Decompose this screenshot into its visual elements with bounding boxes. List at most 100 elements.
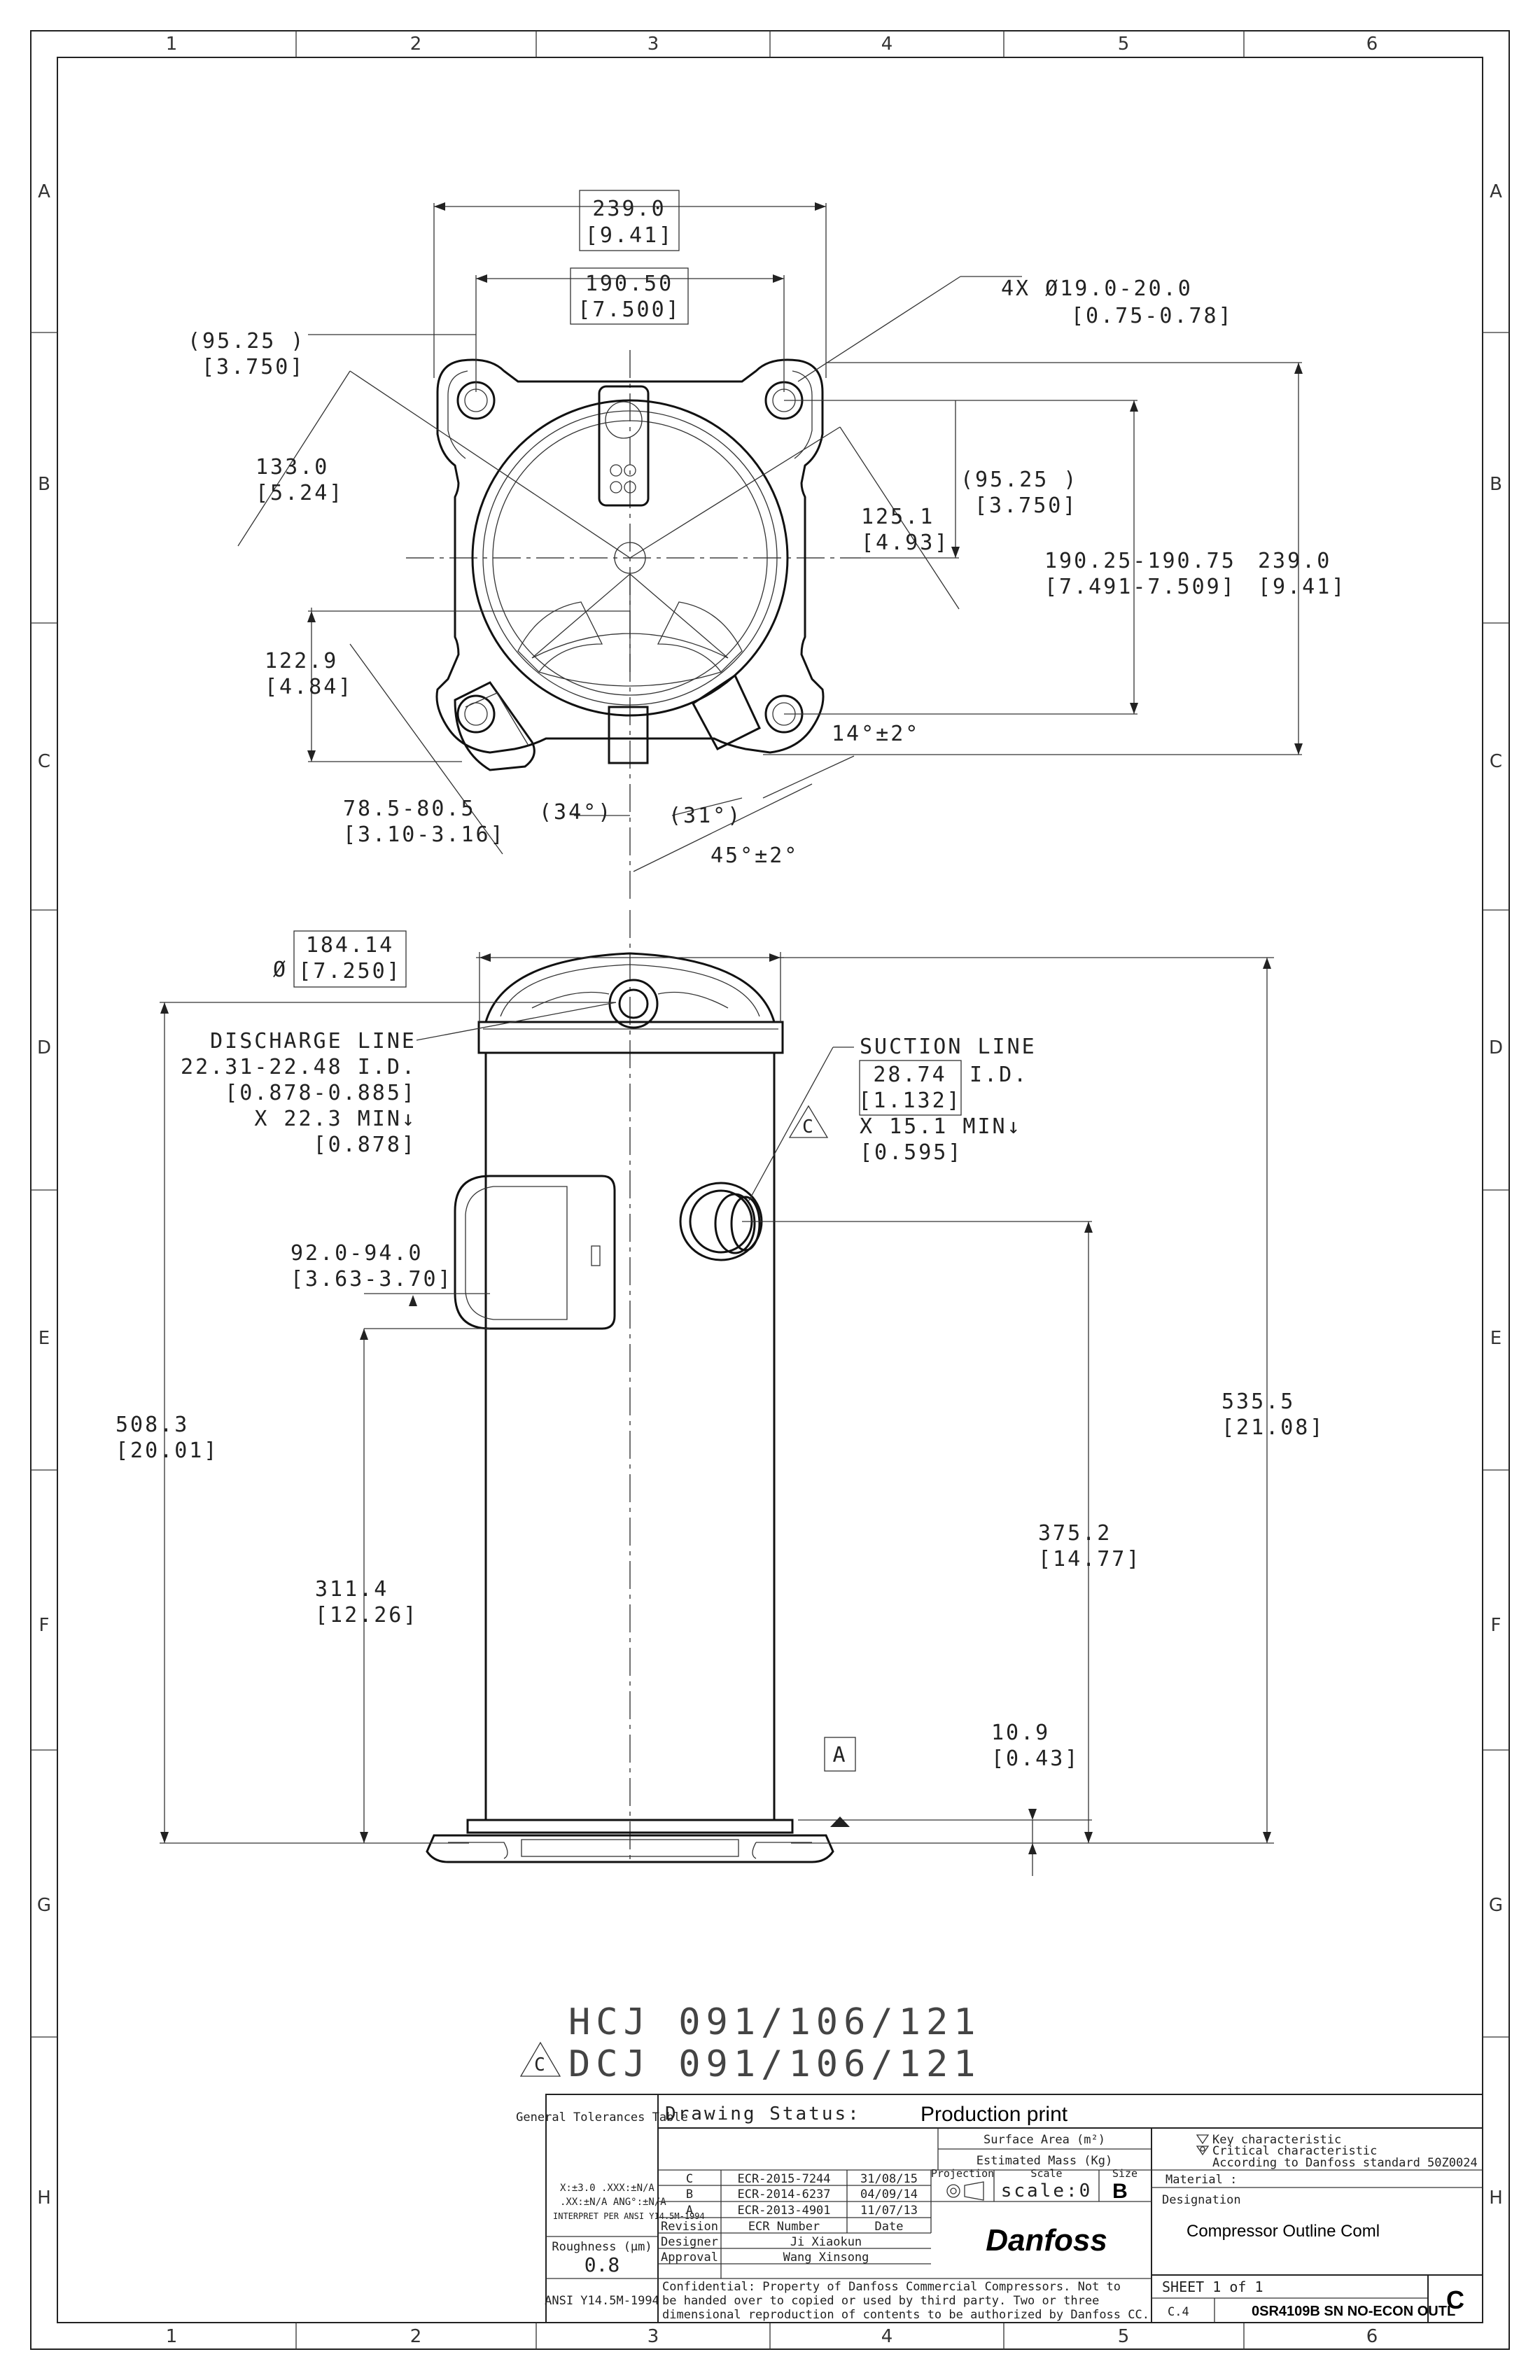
dim-half-spacing-right: (95.25 ) <box>960 468 1079 492</box>
dim-half-spacing-right-inch: [3.750] <box>974 493 1077 518</box>
discharge-line-id-inch: [0.878-0.885] <box>225 1081 416 1105</box>
dim-range-78: 78.5-80.5 <box>343 797 476 821</box>
grid-row-b-right: B <box>1490 474 1502 495</box>
critical-characteristic-icon <box>1196 2146 1210 2156</box>
discharge-line-title: DISCHARGE LINE <box>210 1029 416 1054</box>
dim-diameter: 184.14 <box>306 933 394 958</box>
revision-triangle-suction <box>788 1105 829 1138</box>
datum-label: A <box>832 1743 847 1768</box>
tolerance-line-3: INTERPRET PER ANSI Y14.5M-1994 <box>553 2211 705 2221</box>
dim-radius-125: 125.1 <box>861 505 934 529</box>
revision-row-c: C ECR-2015-7244 31/08/15 <box>686 2172 918 2186</box>
revision-ecr: ECR-2013-4901 <box>737 2204 830 2218</box>
designer-name: Ji Xiaokun <box>790 2235 862 2249</box>
model-line-2: DCJ 091/106/121 <box>568 2043 981 2085</box>
dim-radius-125-inch: [4.93] <box>861 531 949 555</box>
revision-letter: A <box>686 2204 693 2218</box>
dim-height-535-inch: [21.08] <box>1222 1415 1324 1440</box>
revision-triangle-model <box>519 2041 561 2077</box>
revision-letter: C <box>686 2172 693 2186</box>
grid-col-2-top: 2 <box>410 34 422 55</box>
revision-row-a: A ECR-2013-4901 11/07/13 <box>686 2204 918 2218</box>
mounting-plate-inner-edge <box>447 370 813 459</box>
drawing-status: Production print <box>920 2103 1068 2126</box>
revision-date: 31/08/15 <box>860 2172 918 2186</box>
dim-bolt-spacing: 190.50 <box>585 272 673 296</box>
dim-bolt-holes: 4X Ø19.0-20.0 <box>1001 276 1193 301</box>
projection-label: Projection <box>931 2167 994 2180</box>
tolerance-line-2: .XX:±N/A ANG°:±N/A <box>560 2197 666 2208</box>
grid-row-b-left: B <box>38 474 50 495</box>
grid-col-4-bottom: 4 <box>881 2326 893 2347</box>
dim-radius-133: 133.0 <box>255 455 329 479</box>
dim-offset-122: 122.9 <box>265 649 338 673</box>
title-block: General Tolerances Table X:±3.0 .XXX:±N/… <box>516 2094 1483 2323</box>
discharge-fitting-top <box>608 706 649 764</box>
dim-box-inch: [3.63-3.70] <box>290 1267 453 1292</box>
grid-col-4-top: 4 <box>881 34 893 55</box>
designer-label: Designer <box>661 2235 718 2249</box>
dim-range-78-inch: [3.10-3.16] <box>343 822 505 847</box>
grid-col-1-bottom: 1 <box>166 2326 178 2347</box>
critical-characteristic-label: Critical characteristic <box>1212 2144 1377 2158</box>
grid-col-3-bottom: 3 <box>648 2326 659 2347</box>
grid-row-e-left: E <box>38 1328 50 1349</box>
key-characteristic-label: Key characteristic <box>1212 2133 1341 2147</box>
material-label: Material : <box>1166 2173 1237 2187</box>
revision-header: Revision <box>661 2220 718 2234</box>
mounting-feet <box>426 1834 834 1863</box>
size-label: Size <box>1112 2167 1138 2180</box>
drawing-status-label: Drawing Status: <box>665 2104 861 2124</box>
roughness-value: 0.8 <box>584 2253 620 2276</box>
grid-row-e-right: E <box>1490 1328 1502 1349</box>
grid-col-1-top: 1 <box>166 34 178 55</box>
grid-col-5-top: 5 <box>1118 34 1130 55</box>
standard-note: According to Danfoss standard 50Z0024 <box>1212 2156 1478 2170</box>
discharge-line-depth: X 22.3 MIN↓ <box>254 1107 416 1131</box>
sheet-number: SHEET 1 of 1 <box>1162 2278 1264 2295</box>
revision-date: 04/09/14 <box>860 2188 918 2202</box>
approver-name: Wang Xinsong <box>783 2250 869 2264</box>
side-view: Ø 184.14 [7.250] DISCHARGE LINE 22.31-22… <box>115 910 1324 1876</box>
document-code: C.4 <box>1168 2305 1189 2319</box>
document-number: 0SR4109B SN NO-ECON OUTL <box>1252 2304 1455 2319</box>
revision-letter: B <box>686 2188 693 2202</box>
grid-col-6-top: 6 <box>1366 34 1378 55</box>
dim-height-508-inch: [20.01] <box>115 1438 218 1463</box>
grid-row-f-left: F <box>39 1615 50 1636</box>
revision-marker-model: C <box>534 2054 547 2076</box>
dim-width-overall-inch: [9.41] <box>585 223 673 248</box>
grid-col-6-bottom: 6 <box>1366 2326 1378 2347</box>
dim-half-spacing-left: (95.25 ) <box>188 329 306 354</box>
dim-offset-122-inch: [4.84] <box>265 675 353 699</box>
suction-line-depth: X 15.1 MIN↓ <box>860 1114 1022 1139</box>
scale-label: Scale <box>1030 2167 1062 2180</box>
standard-label: ANSI Y14.5M-1994 <box>545 2294 659 2308</box>
dim-angle-45: 45°±2° <box>710 844 799 868</box>
dim-bolt-spacing-vertical-inch: [7.491-7.509] <box>1044 575 1236 599</box>
size-value: B <box>1112 2180 1128 2203</box>
date-header: Date <box>875 2220 904 2234</box>
inner-border <box>57 57 1483 2323</box>
revision-marker-suction: C <box>802 1116 815 1138</box>
dim-bolt-spacing-inch: [7.500] <box>578 298 680 322</box>
shell-outer-circle <box>471 399 789 717</box>
datum-box <box>824 1737 856 1772</box>
dim-half-spacing-left-inch: [3.750] <box>202 355 304 379</box>
datum-triangle <box>830 1816 850 1827</box>
dim-height-overall-top-inch: [9.41] <box>1258 575 1346 599</box>
danfoss-logo: Danfoss <box>986 2223 1107 2258</box>
designation-value: Compressor Outline Coml <box>1186 2222 1380 2241</box>
bolt-hole-bottom-left <box>456 694 496 734</box>
model-line-1: HCJ 091/106/121 <box>568 2001 981 2043</box>
dim-height-375: 375.2 <box>1038 1521 1112 1546</box>
dim-angle-34: (34°) <box>539 800 612 825</box>
grid-row-a-left: A <box>38 181 50 202</box>
discharge-fitting <box>608 979 659 1029</box>
terminal-plate <box>598 385 650 507</box>
designation-label: Designation <box>1162 2193 1241 2207</box>
suction-fitting-top <box>454 681 536 771</box>
revision-ecr: ECR-2015-7244 <box>737 2172 830 2186</box>
dim-height-311: 311.4 <box>315 1577 388 1602</box>
confidential-line-2: be handed over to copied or used by thir… <box>662 2294 1099 2308</box>
